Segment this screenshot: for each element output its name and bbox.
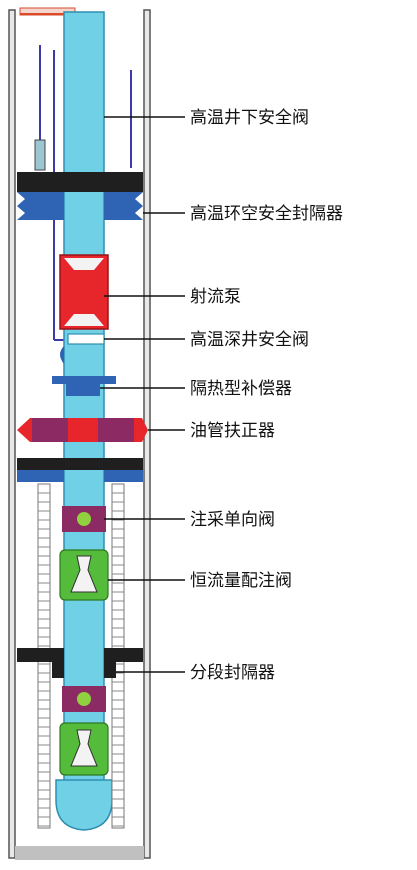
tubing bbox=[55, 11, 113, 831]
surface-valve-icon bbox=[34, 139, 46, 171]
label-flow-valve: 恒流量配注阀 bbox=[190, 571, 292, 591]
casing-bottom bbox=[15, 846, 144, 860]
label-annulus-packer: 高温环空安全封隔器 bbox=[190, 204, 343, 224]
jet-pump bbox=[59, 254, 109, 330]
label-thermal-compensator: 隔热型补偿器 bbox=[190, 379, 292, 399]
label-tubing-centralizer: 油管扶正器 bbox=[190, 421, 275, 441]
thermal-compensator bbox=[52, 376, 116, 396]
flow-valve-lower bbox=[59, 722, 109, 776]
leader-lines bbox=[100, 116, 185, 673]
label-deep-well-safety-valve: 高温深井安全阀 bbox=[190, 330, 309, 350]
segmented-packer bbox=[17, 648, 143, 678]
labels: 高温井下安全阀 高温环空安全封隔器 射流泵 高温深井安全阀 隔热型补偿器 油管扶… bbox=[190, 108, 343, 683]
casing-left-wall bbox=[8, 9, 16, 859]
label-jet-pump: 射流泵 bbox=[190, 287, 241, 307]
flow-valve-upper bbox=[59, 549, 109, 601]
tubing-centralizer bbox=[17, 418, 148, 442]
lower-packer bbox=[17, 458, 143, 482]
tubing-string bbox=[63, 11, 105, 788]
tubing-bottom-cap bbox=[55, 779, 113, 831]
check-valve-upper bbox=[62, 506, 106, 532]
check-valve-lower bbox=[62, 686, 106, 712]
label-downhole-safety-valve: 高温井下安全阀 bbox=[190, 108, 309, 128]
label-check-valve: 注采单向阀 bbox=[190, 510, 275, 530]
label-segmented-packer: 分段封隔器 bbox=[190, 663, 275, 683]
annulus-packer bbox=[17, 172, 143, 220]
